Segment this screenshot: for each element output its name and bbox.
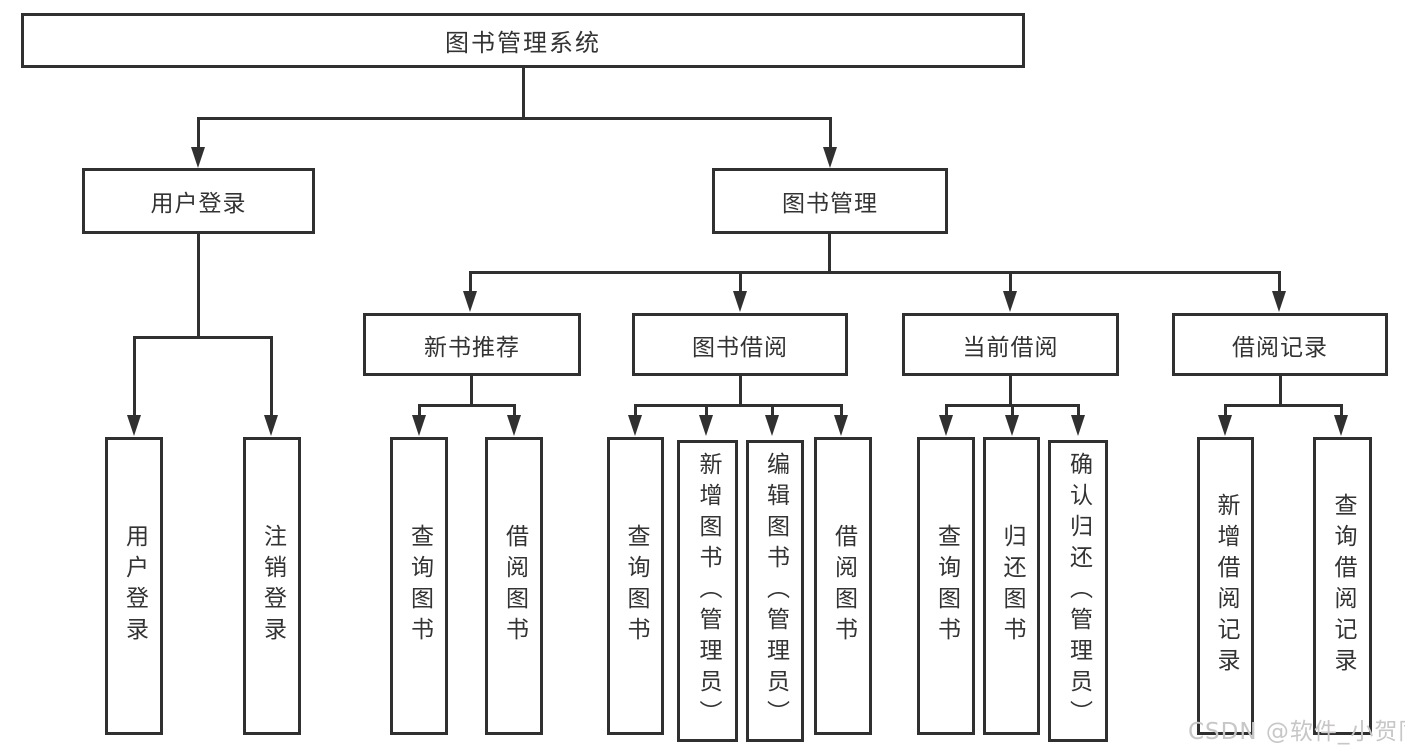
connector-vline <box>1011 404 1014 416</box>
leaf-query-books: 查询图书 <box>917 437 975 735</box>
node-borrowing-records: 借阅记录 <box>1172 313 1388 376</box>
arrow-down-icon <box>939 415 953 436</box>
connector-hline <box>418 404 516 407</box>
connector-vline <box>771 404 774 416</box>
node-label: 图书管理 <box>782 191 878 217</box>
node-user-login: 用户登录 <box>82 168 315 234</box>
connector-vline <box>739 271 742 293</box>
connector-vline <box>470 376 473 406</box>
connector-hline <box>469 271 1281 274</box>
arrow-down-icon <box>191 147 205 168</box>
connector-vline <box>197 117 200 149</box>
node-label: 注销登录 <box>259 524 286 648</box>
leaf-borrow-books: 借阅图书 <box>814 437 872 735</box>
arrow-down-icon <box>1272 291 1286 312</box>
connector-vline <box>840 404 843 416</box>
connector-vline <box>634 404 637 416</box>
connector-vline <box>469 271 472 293</box>
leaf-confirm-return-admin: 确认归还（管理员） <box>1048 440 1108 742</box>
connector-vline <box>1077 404 1080 416</box>
arrow-down-icon <box>1071 415 1085 436</box>
connector-vline <box>739 376 742 406</box>
node-label: 借阅图书 <box>830 524 857 648</box>
connector-vline <box>522 68 525 118</box>
arrow-down-icon <box>463 291 477 312</box>
node-current-borrowing: 当前借阅 <box>902 313 1119 376</box>
arrow-down-icon <box>412 415 426 436</box>
arrow-down-icon <box>834 415 848 436</box>
connector-vline <box>1278 271 1281 293</box>
connector-vline <box>133 336 136 417</box>
node-label: 查询图书 <box>933 524 960 648</box>
node-label: 归还图书 <box>999 524 1025 648</box>
node-label: 查询图书 <box>623 524 649 648</box>
node-library-management-system: 图书管理系统 <box>21 13 1025 68</box>
connector-hline <box>1224 404 1343 407</box>
connector-vline <box>270 336 273 417</box>
leaf-add-borrow-record: 新增借阅记录 <box>1197 437 1254 735</box>
node-label: 新增图书（管理员） <box>695 451 721 731</box>
arrow-down-icon <box>628 415 642 436</box>
node-label: 当前借阅 <box>962 334 1059 361</box>
arrow-down-icon <box>1218 415 1232 436</box>
leaf-query-borrow-record: 查询借阅记录 <box>1313 437 1372 735</box>
leaf-add-books-admin: 新增图书（管理员） <box>677 440 738 742</box>
leaf-return-books: 归还图书 <box>983 437 1040 735</box>
leaf-query-books: 查询图书 <box>607 437 664 735</box>
connector-vline <box>418 404 421 416</box>
arrow-down-icon <box>1334 415 1348 436</box>
node-book-borrowing: 图书借阅 <box>632 313 848 376</box>
arrow-down-icon <box>1003 291 1017 312</box>
connector-vline <box>1224 404 1227 416</box>
node-label: 查询图书 <box>406 524 433 648</box>
node-label: 图书管理系统 <box>445 29 601 57</box>
arrow-down-icon <box>127 415 141 436</box>
watermark: CSDN @软件_小贺同学 <box>1188 719 1405 745</box>
node-label: 查询借阅记录 <box>1330 493 1356 679</box>
connector-hline <box>133 336 273 339</box>
node-label: 确认归还（管理员） <box>1065 451 1092 731</box>
connector-hline <box>197 117 832 120</box>
arrow-down-icon <box>765 415 779 436</box>
node-label: 新增借阅记录 <box>1213 493 1239 679</box>
leaf-edit-books-admin: 编辑图书（管理员） <box>746 440 804 742</box>
node-label: 图书借阅 <box>692 334 788 361</box>
leaf-logout: 注销登录 <box>243 437 301 735</box>
connector-vline <box>197 234 200 336</box>
node-label: 用户登录 <box>150 191 247 217</box>
node-book-management: 图书管理 <box>712 168 948 234</box>
arrow-down-icon <box>699 415 713 436</box>
node-label: 用户登录 <box>121 524 148 648</box>
leaf-query-books: 查询图书 <box>390 437 448 735</box>
connector-vline <box>1279 376 1282 406</box>
node-new-book-recommendation: 新书推荐 <box>363 313 581 376</box>
connector-vline <box>829 117 832 149</box>
leaf-borrow-books: 借阅图书 <box>485 437 543 735</box>
arrow-down-icon <box>1005 415 1019 436</box>
node-label: 借阅图书 <box>501 524 528 648</box>
arrow-down-icon <box>507 415 521 436</box>
connector-vline <box>1009 271 1012 293</box>
connector-hline <box>634 404 842 407</box>
connector-vline <box>513 404 516 416</box>
connector-vline <box>1340 404 1343 416</box>
connector-vline <box>1009 376 1012 406</box>
leaf-user-login: 用户登录 <box>105 437 163 735</box>
arrow-down-icon <box>823 147 837 168</box>
connector-vline <box>705 404 708 416</box>
node-label: 编辑图书（管理员） <box>762 451 789 731</box>
arrow-down-icon <box>264 415 278 436</box>
node-label: 借阅记录 <box>1232 334 1328 361</box>
connector-vline <box>828 234 831 274</box>
arrow-down-icon <box>733 291 747 312</box>
connector-vline <box>945 404 948 416</box>
node-label: 新书推荐 <box>424 334 520 361</box>
